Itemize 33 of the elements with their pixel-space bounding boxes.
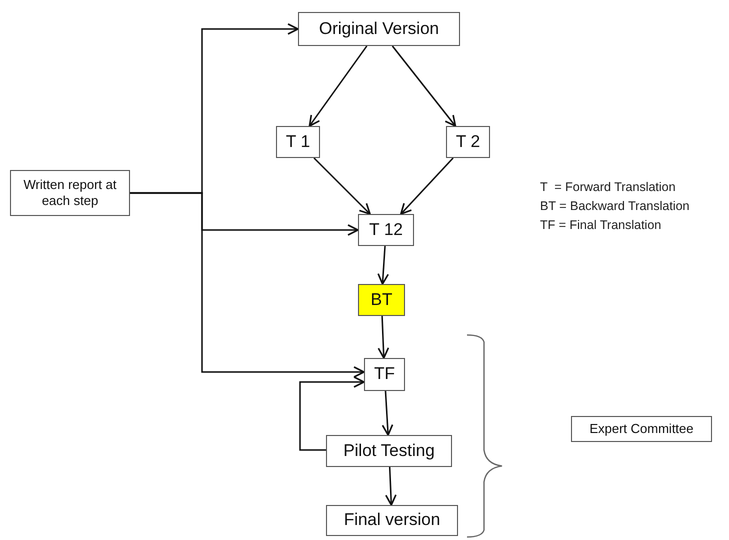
process-box — [358, 284, 405, 316]
arrow — [377, 246, 389, 285]
box-label: Original Version — [318, 18, 439, 40]
process-box — [326, 435, 452, 467]
box-label: Expert Committee — [589, 421, 694, 437]
process-box — [358, 214, 414, 246]
process-box — [571, 416, 712, 442]
abbreviation-key: T = Forward Translation — [540, 180, 676, 194]
box-label: Final version — [344, 510, 440, 531]
arrow — [308, 46, 368, 127]
arrow — [313, 157, 371, 215]
process-box — [298, 12, 460, 46]
box-label: T 1 — [286, 132, 310, 152]
box-label: T 12 — [369, 220, 403, 240]
process-box — [10, 170, 130, 216]
process-box — [364, 358, 405, 391]
arrow — [385, 466, 397, 506]
box-label: Pilot Testing — [343, 440, 435, 462]
arrow — [299, 376, 365, 451]
arrow — [382, 390, 394, 436]
process-box — [326, 505, 458, 536]
box-label: TF — [374, 364, 395, 385]
arrow — [400, 157, 454, 215]
arrow — [378, 316, 390, 359]
box-label: Written report at each step — [22, 177, 118, 209]
arrow — [392, 46, 456, 127]
abbreviation-key: TF = Final Translation — [540, 218, 662, 232]
box-label: T 2 — [456, 132, 480, 152]
abbreviation-key: BT = Backward Translation — [540, 199, 690, 213]
process-box — [446, 126, 490, 158]
box-label: BT — [370, 290, 392, 310]
arrow — [130, 192, 365, 378]
process-box — [276, 126, 320, 158]
